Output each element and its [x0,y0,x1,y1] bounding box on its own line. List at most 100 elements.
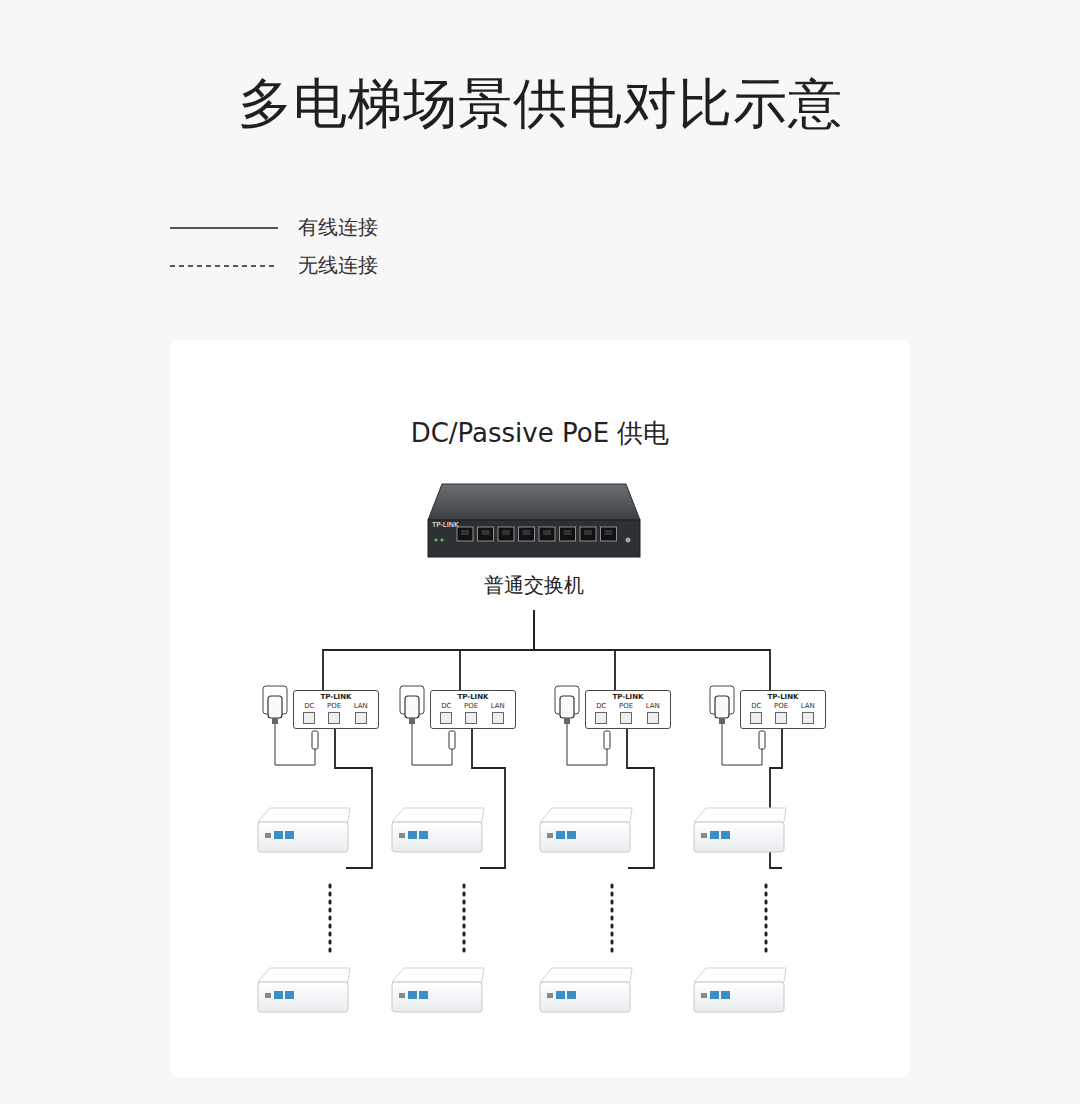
panel-label: DC/Passive PoE 供电 [0,416,1080,451]
legend-entry: 有线连接 [170,214,378,241]
device-port [265,833,271,838]
wires [258,686,786,1012]
power-adapter [405,696,419,718]
dc-plug [604,731,610,749]
device-top [694,968,786,982]
legend-sample [170,216,280,240]
switch-port [580,527,596,541]
bridge-device [258,822,348,852]
port-pin [461,530,469,535]
device-top [540,808,632,822]
device-port [399,833,405,838]
switch-top [428,484,640,520]
bridge-device [694,822,784,852]
power-adapter [268,696,282,718]
port-row: DCPOELAN [590,702,666,725]
device-port [701,993,707,998]
legend-text: 有线连接 [298,214,378,241]
port-pin [564,530,572,535]
switch-port [457,527,473,541]
device-port [567,991,576,999]
dc-plug [449,731,455,749]
node-label: 普通交换机 [428,572,640,598]
port-label: LAN [646,702,660,725]
port-row: DCPOELAN [298,702,374,725]
wall-socket [400,686,424,714]
brand-text: TP-LINK [298,693,374,702]
port-label: DC [751,702,761,725]
device-top [694,808,786,822]
switch-ports [435,527,617,542]
legend-line [170,265,278,267]
switch-led [441,539,444,542]
dc-plug [759,731,765,749]
device-top [258,968,350,982]
port-label: DC [441,702,451,725]
switch-node: TP-LINK普通交换机 [428,483,640,598]
power-adapter [560,696,574,718]
device-top [392,808,484,822]
connector [534,610,615,690]
device-port [556,831,565,839]
port-pin [482,530,490,535]
port-label: LAN [801,702,815,725]
connector [323,610,534,690]
port-pin [502,530,510,535]
connector [460,610,534,690]
switch-button [626,538,631,543]
port-pin [605,530,613,535]
adapter-tail [564,718,570,724]
port-label: POE [327,702,341,725]
dc-cable [275,724,315,765]
port-row: DC POE LAN [745,702,821,725]
device-port [567,831,576,839]
device-port [399,993,405,998]
device-port [265,993,271,998]
wall-socket [710,686,734,714]
ethernet-cable [335,729,372,868]
bridge-device [258,982,348,1012]
switch-port [519,527,535,541]
port-row: DC POE LAN [435,702,511,725]
dc-cable [722,724,762,765]
port-label: LAN [491,702,505,725]
bridge-device [392,982,482,1012]
device-top [392,968,484,982]
port-pin [523,530,531,535]
device-top [258,808,350,822]
legend-sample [170,254,280,278]
device-port [419,831,428,839]
bridge-device [540,822,630,852]
poe-injector: TP-LINKDC POE LAN [430,690,516,729]
poe-injector: TP-LINKDCPOELAN [293,690,379,729]
wall-socket [263,686,287,714]
switch-front [428,520,640,557]
dc-plug [312,731,318,749]
legend-text: 无线连接 [298,252,378,279]
device-port [419,991,428,999]
brand-text: TP-LINK [435,693,511,702]
legend-entry: 无线连接 [170,252,378,279]
port-label: LAN [354,702,368,725]
device-port [274,991,283,999]
device-port [701,833,707,838]
ethernet-cable [472,729,505,868]
port-label: POE [464,702,478,725]
device-top [540,968,632,982]
brand-text: TP-LINK [590,693,666,702]
switch-port [601,527,617,541]
title: 多电梯场景供电对比示意 [0,68,1080,141]
wireless-link [329,885,332,955]
device-port [547,993,553,998]
port-label: POE [619,702,633,725]
port-label: POE [774,702,788,725]
device-port [721,991,730,999]
adapter-tail [719,718,725,724]
device-port [721,831,730,839]
device-port [556,991,565,999]
adapter-tail [272,718,278,724]
switch-port [478,527,494,541]
device-port [710,991,719,999]
